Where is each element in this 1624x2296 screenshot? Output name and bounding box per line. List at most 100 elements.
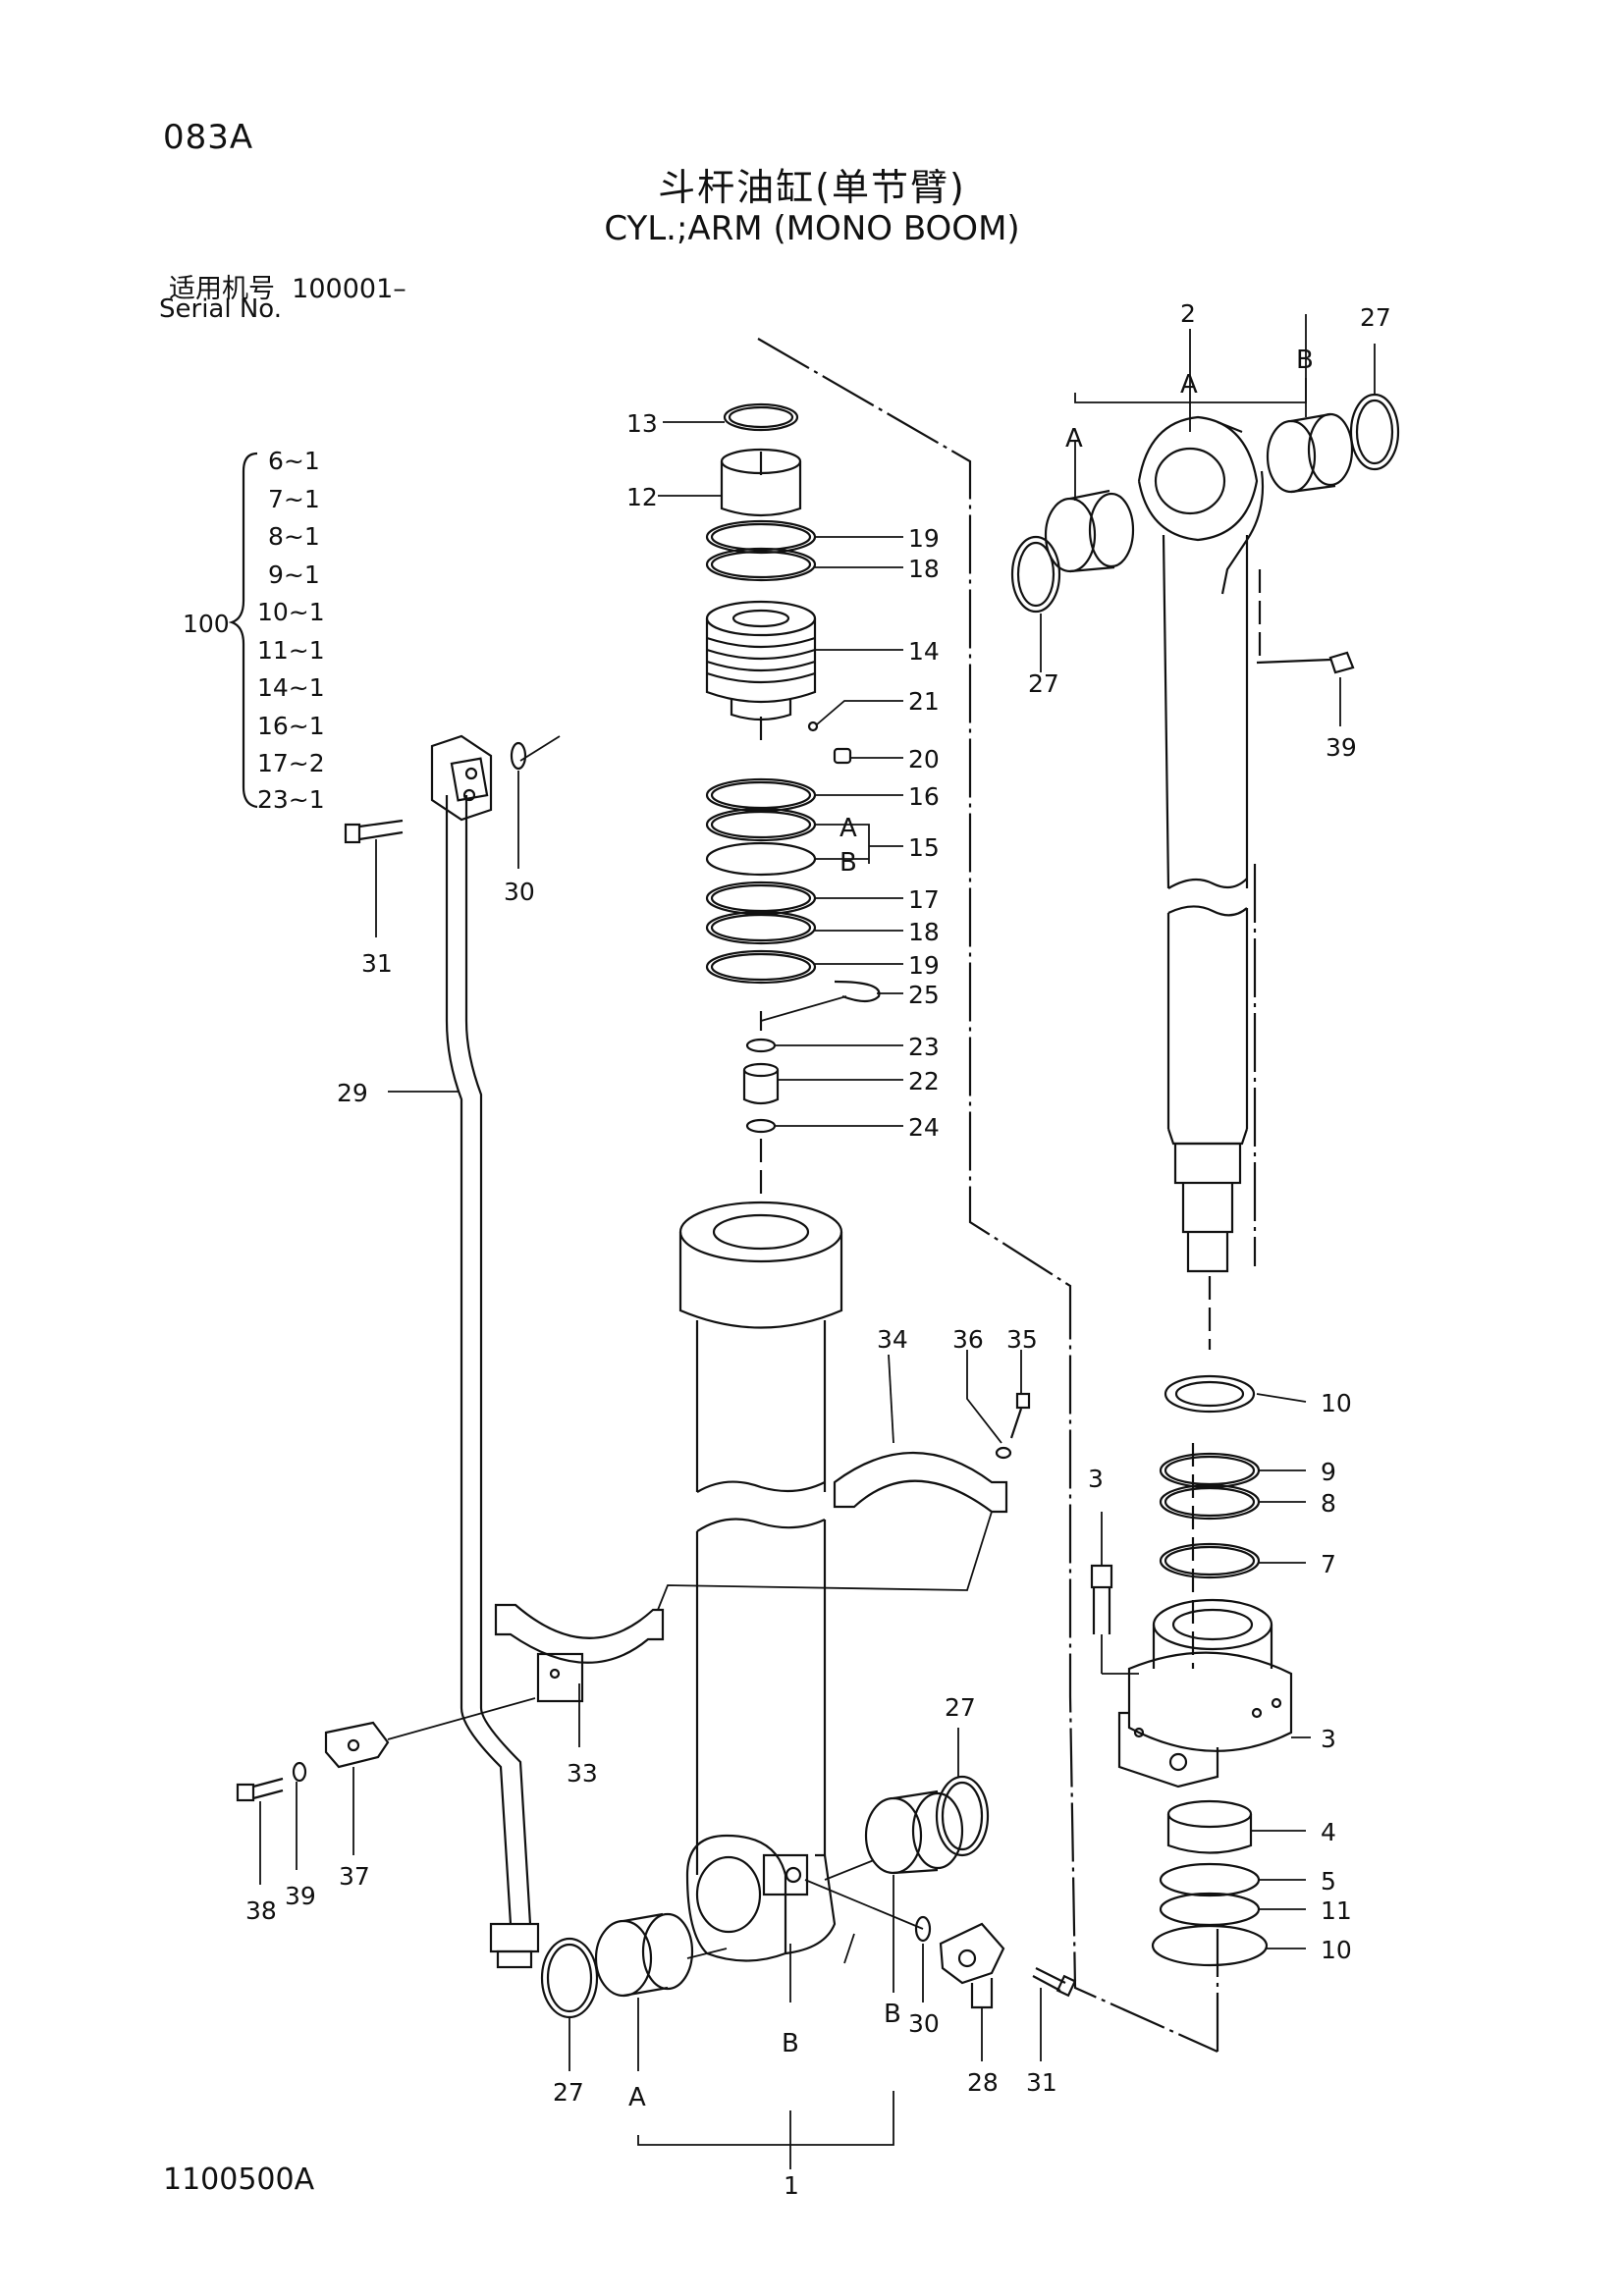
callout-17: 17 bbox=[908, 885, 940, 914]
part-4-bushing bbox=[1166, 1799, 1253, 1854]
part-10-ring bbox=[1151, 1924, 1269, 1967]
callout-30: 30 bbox=[504, 878, 535, 906]
kit-list: 100 6~1 7~1 8~1 9~1 10~1 11~1 14~1 16~1 … bbox=[183, 447, 325, 814]
part-37-bolt bbox=[236, 1777, 284, 1802]
part-27-ring-upper-left bbox=[1010, 535, 1061, 614]
sub-labels: A B A B A B B A B bbox=[628, 346, 1314, 2112]
part-39-grease-nipple bbox=[1256, 651, 1355, 674]
part-21-ball bbox=[807, 721, 819, 732]
part-5-ring bbox=[1159, 1862, 1261, 1897]
part-35-washer bbox=[995, 1446, 1012, 1460]
label-b-rod-left: A bbox=[1065, 424, 1083, 454]
callout-27: 27 bbox=[1360, 303, 1391, 332]
callout-11: 11 bbox=[1321, 1896, 1352, 1925]
part-b-bushing-right bbox=[864, 1789, 964, 1875]
callout-39: 39 bbox=[1326, 733, 1357, 762]
callout-27: 27 bbox=[945, 1693, 976, 1722]
part-24-ring bbox=[745, 1118, 777, 1134]
callout-1: 1 bbox=[784, 2171, 799, 2200]
center-axis bbox=[759, 452, 1262, 1669]
part-13-bushing bbox=[720, 448, 802, 517]
part-12-bolt bbox=[1090, 1564, 1113, 1634]
kit-item: 9~1 bbox=[268, 561, 320, 589]
kit-item: 10~1 bbox=[257, 598, 325, 626]
part-3-cylinder-head bbox=[1117, 1598, 1293, 1789]
part-1-cylinder-tube bbox=[678, 1201, 843, 1962]
part-6-ring bbox=[1159, 1542, 1261, 1579]
part-2-piston-rod bbox=[1137, 415, 1265, 1273]
page-code: 083A bbox=[163, 118, 254, 157]
callout-35: 36 bbox=[952, 1325, 984, 1354]
part-b-bushing-upper-right bbox=[1266, 412, 1354, 494]
part-b-bushing-upper-left bbox=[1044, 489, 1135, 573]
callout-33: 34 bbox=[877, 1325, 908, 1354]
part-32-clamp bbox=[494, 1603, 665, 1703]
callout-labels: 13 12 19 18 14 21 20 16 15 17 18 19 25 2… bbox=[245, 299, 1391, 2200]
part-11-ring bbox=[1159, 1892, 1261, 1927]
label-b-seal: B bbox=[839, 848, 857, 878]
title-chinese: 斗杆油缸(单节臂) bbox=[658, 166, 966, 209]
kit-brace bbox=[228, 452, 258, 809]
serial-value: 100001– bbox=[292, 274, 406, 304]
callout-21: 21 bbox=[908, 687, 940, 716]
callout-13: 12 bbox=[626, 483, 658, 511]
part-14-ring bbox=[723, 402, 799, 432]
callout-8: 9 bbox=[1321, 1458, 1336, 1486]
callout-32: 33 bbox=[567, 1759, 598, 1788]
callout-15: 14 bbox=[908, 637, 940, 666]
kit-item: 7~1 bbox=[268, 485, 320, 513]
part-15-piston bbox=[705, 600, 817, 721]
callout-31: 31 bbox=[1026, 2068, 1057, 2097]
callout-4: 4 bbox=[1321, 1818, 1336, 1846]
part-29-pipe bbox=[445, 795, 540, 1969]
callout-31: 31 bbox=[361, 949, 393, 978]
kit-item: 14~1 bbox=[257, 673, 325, 702]
callout-38: 39 bbox=[285, 1882, 316, 1910]
callout-22: 22 bbox=[908, 1067, 940, 1095]
part-38-washer bbox=[292, 1761, 307, 1783]
callout-3: 3 bbox=[1321, 1725, 1336, 1753]
part-29-pipe-elbow bbox=[430, 734, 493, 822]
kit-item: 11~1 bbox=[257, 636, 325, 665]
callout-10: 10 bbox=[1321, 1936, 1352, 1964]
part-23-ring bbox=[745, 1038, 777, 1053]
label-a-tube: B bbox=[782, 2029, 799, 2058]
callout-24: 24 bbox=[908, 1113, 940, 1142]
drawing-number: 1100500A bbox=[163, 2163, 315, 2197]
callout-18: 18 bbox=[908, 918, 940, 946]
callout-7: 8 bbox=[1321, 1489, 1336, 1518]
label-b-rod-right: B bbox=[1296, 346, 1314, 375]
part-22-collar bbox=[742, 1062, 780, 1105]
callout-27: 27 bbox=[1028, 669, 1059, 698]
part-34-bolt bbox=[1009, 1392, 1031, 1439]
callout-6: 7 bbox=[1321, 1550, 1336, 1578]
kit-item: 16~1 bbox=[257, 712, 325, 740]
callout-37: 38 bbox=[245, 1896, 277, 1925]
part-33-clamp bbox=[833, 1451, 1008, 1514]
part-31-bolt-lower bbox=[1032, 1967, 1077, 1998]
serial-label-en: Serial No. bbox=[159, 294, 282, 324]
callout-9: 10 bbox=[1321, 1389, 1352, 1417]
part-25-clip bbox=[834, 980, 881, 1003]
callout-27: 27 bbox=[553, 2078, 584, 2107]
kit-item: 8~1 bbox=[268, 522, 320, 551]
callout-19: 19 bbox=[908, 524, 940, 553]
part-27-ring-right bbox=[935, 1775, 990, 1857]
callout-30: 30 bbox=[908, 2009, 940, 2038]
callout-16: 15 bbox=[908, 833, 940, 862]
serial-label-cn: 适用机号 100001– bbox=[169, 267, 406, 305]
callout-20: 20 bbox=[908, 745, 940, 774]
callout-23: 23 bbox=[908, 1033, 940, 1061]
label-a-seal: A bbox=[839, 814, 857, 843]
callout-19: 19 bbox=[908, 951, 940, 980]
kit-item: 17~2 bbox=[257, 749, 325, 777]
part-28-elbow-fitting bbox=[939, 1922, 1005, 2009]
part-27-ring-upper-right bbox=[1349, 393, 1400, 471]
serial-label-cn-text: 适用机号 bbox=[169, 274, 275, 304]
label-a-rod: A bbox=[1180, 370, 1198, 400]
kit-number: 100 bbox=[183, 610, 230, 638]
title-english: CYL.;ARM (MONO BOOM) bbox=[604, 209, 1020, 248]
callout-28: 28 bbox=[967, 2068, 999, 2097]
callout-18: 18 bbox=[908, 555, 940, 583]
part-31-bolt-upper bbox=[344, 819, 404, 844]
